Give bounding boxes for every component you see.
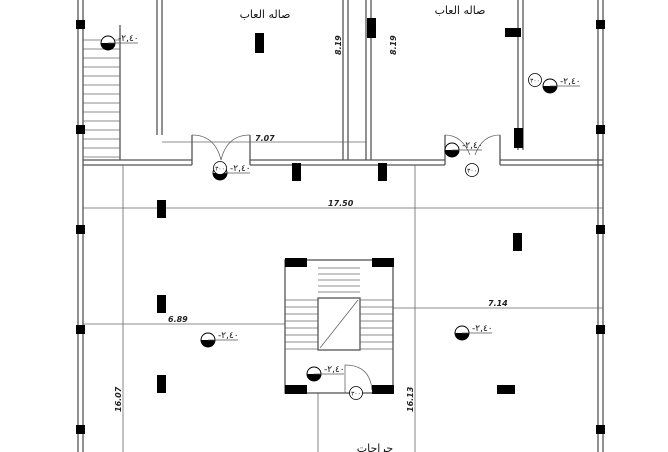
room-label-left-hall: صاله العاب [240,8,291,21]
dimension-upper-right-height: 8.19 [389,35,398,55]
door-tag: ٣٠٠ [528,73,542,87]
door-tags: ٣٠٠ ٣٠٠ ٣٠٠ ٣٠٠ [213,73,542,400]
dimension-left-height: 16.07 [114,386,123,412]
level-label: -٢,٤٠ [118,34,139,44]
svg-text:٣٠٠: ٣٠٠ [215,166,225,173]
room-label-right-hall: صاله العاب [435,4,486,17]
level-markers: -٢,٤٠ -٢,٤٠ -٢,٤٠ -٢,٤٠ -٢,٤٠ -٢,٤٠ -٢,٤٠ [100,34,581,382]
level-marker: -٢,٤٠ [100,34,139,51]
upper-walls [83,0,603,166]
level-label: -٢,٤٠ [218,331,239,341]
level-marker: -٢,٤٠ [542,77,581,94]
dimension-left-width: 6.89 [168,315,188,324]
level-marker: -٢,٤٠ [444,141,483,158]
dimension-upper-width: 7.07 [255,134,275,143]
svg-text:٣٠٠: ٣٠٠ [530,78,540,85]
level-marker: -٢,٤٠ [200,331,239,348]
level-label: -٢,٤٠ [472,324,493,334]
level-label: -٢,٤٠ [462,141,483,151]
dimension-right-height: 16.13 [406,386,415,412]
door-tag: ٣٠٠ [213,161,227,175]
level-marker: -٢,٤٠ [454,324,493,341]
svg-text:٣٠٠: ٣٠٠ [467,168,477,175]
level-label: -٢,٤٠ [230,164,251,174]
dimension-upper-left-height: 8.19 [334,35,343,55]
stair-core [284,259,394,394]
door-tag: ٣٠٠ [349,386,363,400]
columns [76,18,605,434]
level-label: -٢,٤٠ [560,77,581,87]
svg-text:٣٠٠: ٣٠٠ [351,391,361,398]
room-label-bottom: جراجات [357,442,393,452]
door-tag: ٣٠٠ [465,163,479,177]
dimension-lines [83,141,603,452]
dimension-right-width: 7.14 [488,299,508,308]
level-marker: -٢,٤٠ [306,365,345,382]
level-label: -٢,٤٠ [324,365,345,375]
left-staircase [83,25,121,160]
dimension-total-width: 17.50 [328,199,354,208]
